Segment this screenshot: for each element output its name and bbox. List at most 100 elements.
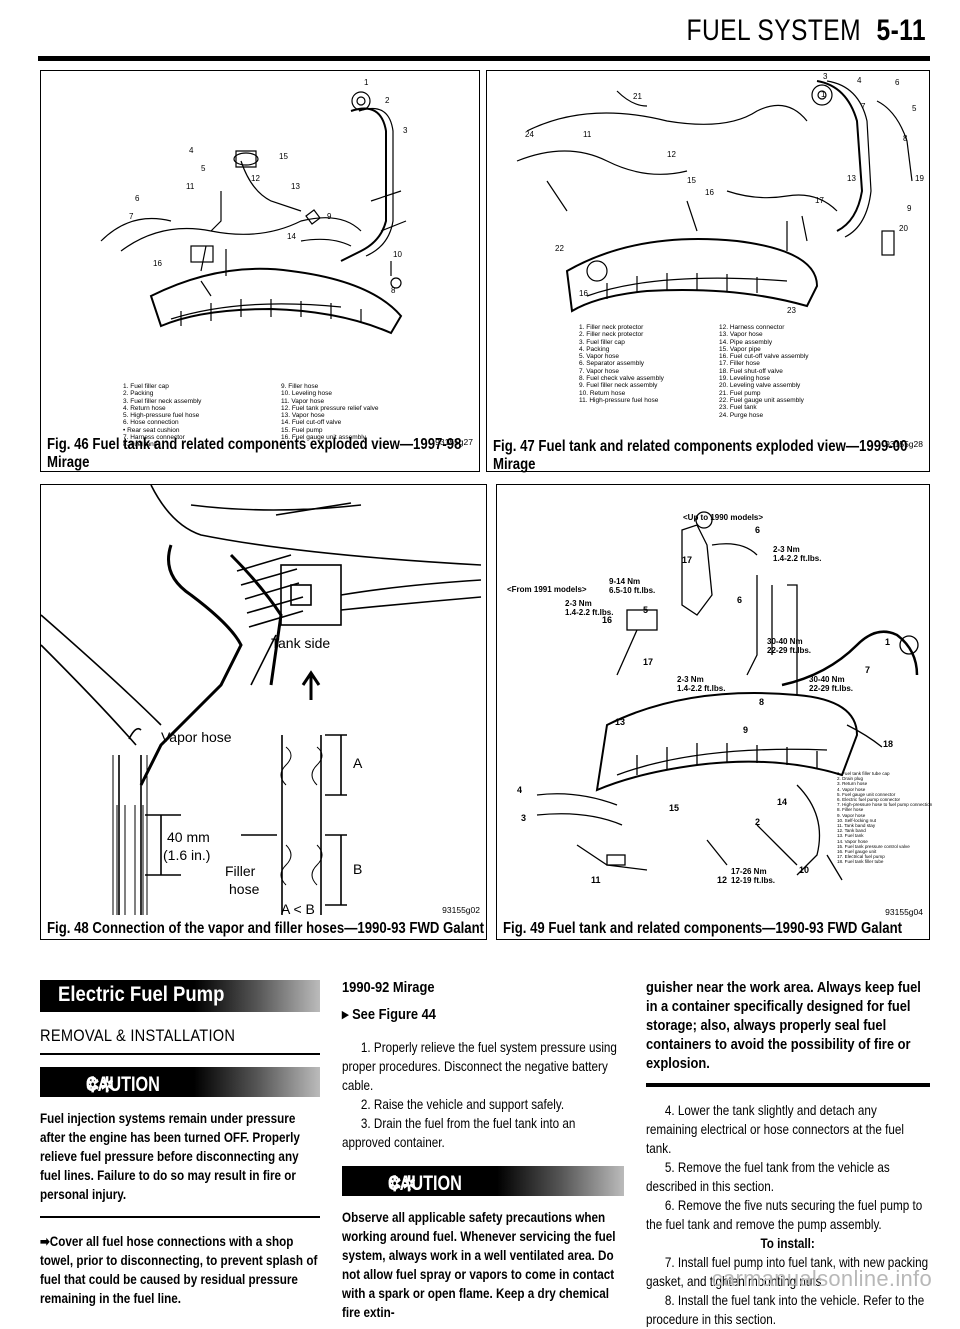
page-header: FUEL SYSTEM 5-11 bbox=[687, 14, 926, 48]
figure-code: 93155g27 bbox=[435, 437, 473, 447]
svg-text:22: 22 bbox=[555, 244, 564, 253]
svg-text:21: 21 bbox=[633, 92, 642, 101]
legend-item: 10. Return hose bbox=[579, 389, 626, 397]
legend-item: 1. Fuel filler cap bbox=[123, 383, 169, 390]
svg-text:17: 17 bbox=[643, 657, 653, 667]
legend-item: 18. Fuel tank filler tube bbox=[837, 859, 884, 865]
header-rule bbox=[38, 56, 930, 61]
legend-item: 8. Fuel tank bbox=[123, 441, 157, 449]
banner-fade bbox=[194, 980, 320, 1012]
legend-item: 5. High-pressure fuel hose bbox=[123, 412, 200, 420]
dimension-b-label: B bbox=[353, 861, 363, 877]
subhead-rule bbox=[40, 1053, 320, 1055]
vapor-hose-label: Vapor hose bbox=[161, 729, 232, 745]
legend-item: 16. Fuel gauge unit bbox=[837, 849, 877, 855]
note-text: ➡Cover all fuel hose connections with a … bbox=[40, 1234, 318, 1306]
svg-text:11: 11 bbox=[583, 130, 592, 139]
torque-label: 30-40 Nm bbox=[767, 637, 803, 646]
legend-item: 23. Fuel tank bbox=[719, 404, 757, 412]
svg-text:12: 12 bbox=[667, 150, 676, 159]
step-2: 2. Raise the vehicle and support safely. bbox=[360, 1097, 565, 1112]
dimension-mm-label: 40 mm bbox=[167, 829, 210, 845]
caution-banner: ✲✲CAUTION bbox=[40, 1067, 320, 1097]
column-3: guisher near the work area. Always keep … bbox=[646, 978, 930, 1329]
legend-item: 8. Fuel check valve assembly bbox=[579, 375, 664, 383]
torque-label: 1.4-2.2 ft.lbs. bbox=[677, 684, 726, 693]
step-8: 8. Install the fuel tank into the vehicl… bbox=[646, 1293, 925, 1327]
to-install-heading: To install: bbox=[760, 1236, 815, 1251]
caution-icon: ✲✲ bbox=[387, 1173, 417, 1196]
svg-text:20: 20 bbox=[899, 224, 908, 233]
legend-item: 9. Filler hose bbox=[281, 383, 319, 390]
svg-text:9: 9 bbox=[327, 212, 332, 221]
svg-text:14: 14 bbox=[287, 232, 296, 241]
svg-text:16: 16 bbox=[153, 259, 162, 268]
svg-text:15: 15 bbox=[279, 152, 288, 161]
section-banner: Electric Fuel Pump bbox=[40, 980, 320, 1012]
svg-text:24: 24 bbox=[525, 130, 534, 139]
svg-text:6: 6 bbox=[737, 595, 742, 605]
legend-item: 22. Fuel gauge unit assembly bbox=[719, 396, 804, 404]
svg-text:4: 4 bbox=[189, 146, 194, 155]
svg-text:2: 2 bbox=[755, 817, 760, 827]
legend-item: 20. Leveling valve assembly bbox=[719, 382, 801, 390]
torque-label: 1.4-2.2 ft.lbs. bbox=[773, 554, 822, 563]
section-title: FUEL SYSTEM bbox=[686, 14, 862, 47]
legend-item: 9. Fuel filler neck assembly bbox=[579, 382, 658, 390]
svg-text:1: 1 bbox=[885, 637, 890, 647]
svg-text:6: 6 bbox=[135, 194, 140, 203]
legend-item: 3. Fuel filler cap bbox=[579, 338, 625, 346]
svg-text:11: 11 bbox=[186, 182, 195, 191]
svg-text:10: 10 bbox=[393, 250, 402, 259]
svg-text:7: 7 bbox=[129, 212, 134, 221]
torque-label: 9-14 Nm bbox=[609, 577, 641, 586]
legend-item: 17. Filler hose bbox=[719, 360, 760, 368]
legend-item: 7. Vapor hose bbox=[579, 367, 619, 375]
legend-item: 4. Return hose bbox=[123, 404, 166, 412]
filler-hose-label-2: hose bbox=[229, 881, 260, 897]
legend-item: 16. Fuel gauge unit assembly bbox=[281, 434, 366, 442]
fig48-hose-connection-drawing bbox=[40, 484, 482, 915]
svg-text:6: 6 bbox=[755, 525, 760, 535]
step-7: 7. Install fuel pump into fuel tank, wit… bbox=[646, 1255, 929, 1289]
legend-item: 2. Packing bbox=[123, 390, 154, 398]
legend-item: 10. Leveling hose bbox=[281, 390, 332, 398]
svg-text:2: 2 bbox=[385, 96, 390, 105]
legend-item: 7. Harness connector bbox=[123, 434, 185, 442]
svg-text:16: 16 bbox=[705, 188, 714, 197]
torque-label: 22-29 ft.lbs. bbox=[809, 684, 854, 693]
legend-item: 6. Hose connection bbox=[123, 419, 179, 427]
svg-text:7: 7 bbox=[861, 102, 866, 111]
svg-text:10: 10 bbox=[799, 865, 809, 875]
caution-continued: guisher near the work area. Always keep … bbox=[646, 979, 921, 1072]
torque-label: 6.5-10 ft.lbs. bbox=[609, 586, 656, 595]
steps: 4. Lower the tank slightly and detach an… bbox=[646, 1101, 930, 1329]
caution-banner: ✲✲CAUTION bbox=[342, 1166, 624, 1196]
legend-item: 12. Harness connector bbox=[719, 324, 785, 331]
legend-item: 19. Leveling hose bbox=[719, 375, 770, 383]
legend-item: 1. Filler neck protector bbox=[579, 324, 644, 331]
up-to-1990-label: <Up to 1990 models> bbox=[683, 513, 764, 522]
torque-label: 22-29 ft.lbs. bbox=[767, 646, 812, 655]
torque-label: 12-19 ft.lbs. bbox=[731, 876, 776, 885]
svg-text:8: 8 bbox=[391, 286, 396, 295]
svg-text:16: 16 bbox=[602, 615, 612, 625]
svg-text:3: 3 bbox=[823, 72, 828, 81]
svg-text:13: 13 bbox=[847, 174, 856, 183]
legend-item: 16. Fuel cut-off valve assembly bbox=[719, 353, 809, 361]
svg-text:6: 6 bbox=[895, 78, 900, 87]
figure-48: Tank side Vapor hose 40 mm (1.6 in.) Fil… bbox=[40, 484, 487, 940]
svg-text:15: 15 bbox=[687, 176, 696, 185]
figure-caption: Fig. 48 Connection of the vapor and fill… bbox=[47, 920, 485, 937]
figure-caption: Fig. 46 Fuel tank and related components… bbox=[47, 436, 462, 471]
svg-text:14: 14 bbox=[777, 797, 787, 807]
svg-text:8: 8 bbox=[903, 134, 908, 143]
from-1991-label: <From 1991 models> bbox=[507, 585, 587, 594]
dimension-a-label: A bbox=[353, 755, 363, 771]
legend-item: 24. Purge hose bbox=[719, 411, 764, 419]
svg-text:23: 23 bbox=[787, 306, 796, 315]
